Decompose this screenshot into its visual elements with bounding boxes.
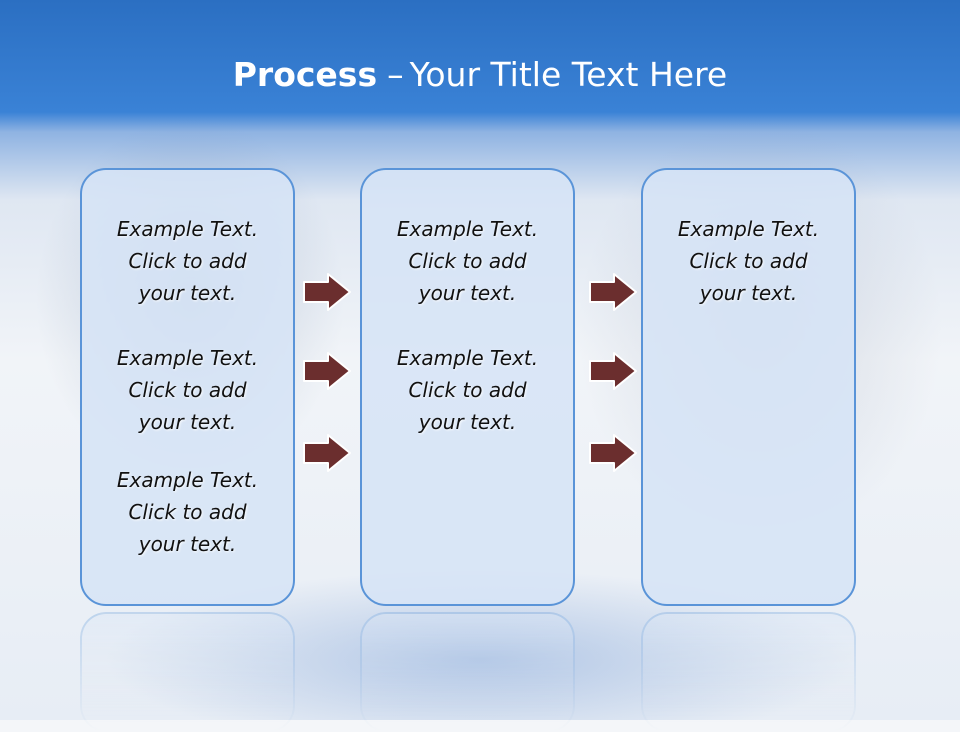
text-line: Example Text.: [116, 217, 259, 241]
slide-title[interactable]: Process–Your Title Text Here: [0, 50, 960, 100]
text-line: your text.: [699, 281, 798, 305]
text-line: Example Text.: [396, 346, 539, 370]
text-line: your text.: [138, 410, 237, 434]
right-arrow-icon: [303, 273, 351, 311]
right-arrow-icon: [303, 434, 351, 472]
process-column-2[interactable]: Example Text. Click to add your text. Ex…: [360, 168, 575, 606]
column-2-text-1[interactable]: Example Text. Click to add your text.: [362, 213, 573, 309]
text-line: your text.: [138, 281, 237, 305]
column-1-text-1[interactable]: Example Text. Click to add your text.: [82, 213, 293, 309]
right-arrow-icon: [303, 352, 351, 390]
column-1-text-3[interactable]: Example Text. Click to add your text.: [82, 464, 293, 560]
text-line: Click to add: [689, 249, 808, 273]
process-column-3[interactable]: Example Text. Click to add your text.: [641, 168, 856, 606]
title-rest: Your Title Text Here: [409, 55, 728, 94]
title-separator: –: [387, 55, 404, 94]
column-3-reflection: [641, 612, 856, 732]
text-line: Example Text.: [116, 346, 259, 370]
text-line: Click to add: [128, 249, 247, 273]
text-line: Click to add: [128, 378, 247, 402]
column-3-text-1[interactable]: Example Text. Click to add your text.: [643, 213, 854, 309]
right-arrow-icon: [589, 352, 637, 390]
process-column-1[interactable]: Example Text. Click to add your text. Ex…: [80, 168, 295, 606]
text-line: Click to add: [408, 378, 527, 402]
column-1-text-2[interactable]: Example Text. Click to add your text.: [82, 342, 293, 438]
text-line: Click to add: [128, 500, 247, 524]
text-line: your text.: [138, 532, 237, 556]
text-line: Example Text.: [116, 468, 259, 492]
title-bold: Process: [232, 55, 378, 94]
column-1-reflection: [80, 612, 295, 732]
right-arrow-icon: [589, 434, 637, 472]
column-2-text-2[interactable]: Example Text. Click to add your text.: [362, 342, 573, 438]
text-line: your text.: [418, 410, 517, 434]
text-line: Click to add: [408, 249, 527, 273]
text-line: Example Text.: [396, 217, 539, 241]
right-arrow-icon: [589, 273, 637, 311]
column-2-reflection: [360, 612, 575, 732]
text-line: Example Text.: [677, 217, 820, 241]
text-line: your text.: [418, 281, 517, 305]
